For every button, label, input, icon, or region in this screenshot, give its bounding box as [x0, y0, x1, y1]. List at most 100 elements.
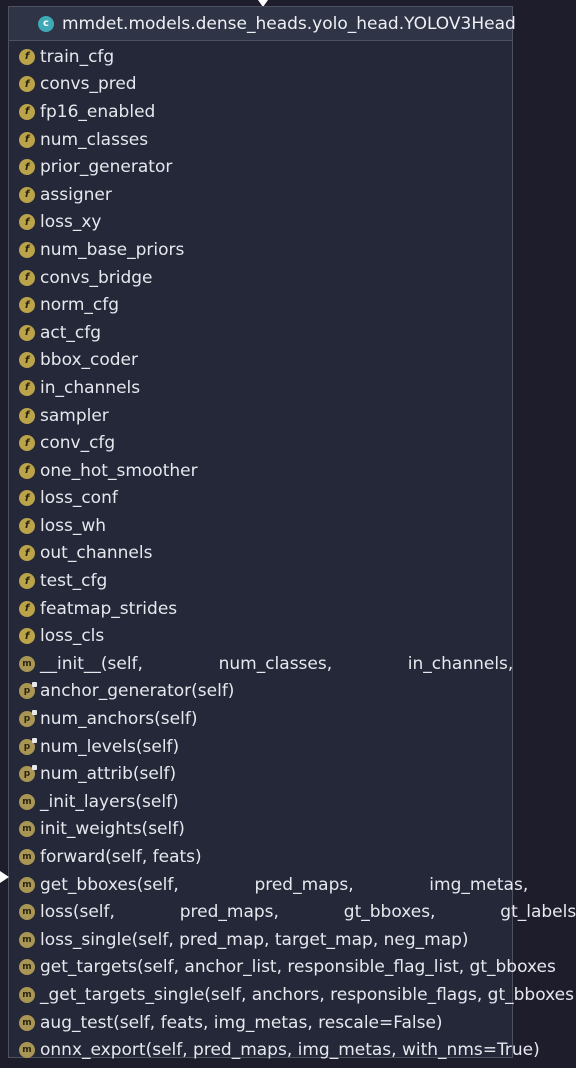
method-icon: m — [19, 904, 35, 921]
field-icon: f — [19, 490, 35, 507]
field-item[interactable]: f out_channels — [9, 540, 512, 568]
member-label: conv_cfg — [40, 433, 116, 454]
method-icon: m — [19, 1014, 35, 1031]
field-icon: f — [19, 241, 35, 258]
method-item[interactable]: m __init__(self, num_classes, in_channels… — [9, 650, 514, 678]
field-icon: f — [19, 545, 35, 562]
field-icon: f — [19, 435, 35, 452]
member-label: act_cfg — [40, 322, 102, 343]
method-item[interactable]: m forward(self, feats) — [9, 843, 512, 871]
member-label: get_targets(self, anchor_list, responsib… — [40, 957, 556, 978]
field-icon: f — [19, 324, 35, 341]
method-icon: m — [19, 876, 35, 893]
field-item[interactable]: f one_hot_smoother — [9, 457, 512, 485]
member-label: fp16_enabled — [40, 101, 156, 122]
member-label: init_weights(self) — [40, 819, 185, 840]
member-label: loss_cls — [40, 626, 105, 647]
property-icon: p — [19, 737, 37, 755]
class-title: mmdet.models.dense_heads.yolo_head.YOLOV… — [62, 13, 516, 34]
field-item[interactable]: f train_cfg — [9, 43, 512, 71]
field-item[interactable]: f sampler — [9, 402, 512, 430]
method-item[interactable]: m get_targets(self, anchor_list, responsi… — [9, 954, 556, 982]
class-structure-panel: c mmdet.models.dense_heads.yolo_head.YOL… — [8, 6, 576, 1060]
field-item[interactable]: f loss_xy — [9, 209, 512, 237]
field-icon: f — [19, 462, 35, 479]
field-icon: f — [19, 517, 35, 534]
member-label: forward(self, feats) — [40, 847, 202, 868]
member-label: norm_cfg — [40, 295, 120, 316]
field-item[interactable]: f bbox_coder — [9, 347, 512, 375]
method-item[interactable]: m_get_targets_single(self, anchors, resp… — [9, 981, 574, 1009]
field-item[interactable]: f act_cfg — [9, 319, 512, 347]
property-icon: p — [19, 710, 37, 728]
method-icon: m — [19, 821, 35, 838]
field-icon: f — [19, 297, 35, 314]
member-label: aug_test(self, feats, img_metas, rescale… — [40, 1012, 443, 1033]
member-label: out_channels — [40, 543, 153, 564]
method-icon: m — [19, 793, 35, 810]
member-label: featmap_strides — [40, 598, 178, 619]
field-icon: f — [19, 352, 35, 369]
field-icon: f — [19, 48, 35, 65]
member-label: loss_single(self, pred_map, target_map, … — [40, 929, 469, 950]
field-item[interactable]: f conv_cfg — [9, 429, 512, 457]
field-item[interactable]: f prior_generator — [9, 153, 512, 181]
property-icon: p — [19, 682, 37, 700]
top-arrow-marker — [258, 0, 268, 7]
field-icon: f — [19, 269, 35, 286]
member-label: anchor_generator(self) — [40, 681, 235, 702]
field-icon: f — [19, 103, 35, 120]
member-label: num_attrib(self) — [40, 764, 177, 785]
class-header[interactable]: c mmdet.models.dense_heads.yolo_head.YOL… — [9, 7, 516, 41]
field-item[interactable]: f norm_cfg — [9, 291, 512, 319]
field-item[interactable]: f fp16_enabled — [9, 98, 512, 126]
member-label: num_levels(self) — [40, 736, 180, 757]
member-label: sampler — [40, 405, 109, 426]
class-icon: c — [38, 15, 54, 32]
member-label: _get_targets_single(self, anchors, respo… — [40, 984, 574, 1005]
field-icon: f — [19, 407, 35, 424]
member-label: train_cfg — [40, 46, 115, 67]
method-icon: m — [19, 655, 35, 672]
member-label: _init_layers(self) — [40, 791, 179, 812]
member-label: __init__(self, num_classes, in_channels, — [40, 653, 514, 674]
member-label: test_cfg — [40, 571, 108, 592]
field-icon: f — [19, 186, 35, 203]
method-icon: m — [19, 849, 35, 866]
property-icon: p — [19, 765, 37, 783]
method-icon: m — [19, 1042, 35, 1059]
field-icon: f — [19, 159, 35, 176]
method-item[interactable]: m _init_layers(self) — [9, 788, 512, 816]
member-label: loss_xy — [40, 212, 102, 233]
member-label: prior_generator — [40, 157, 173, 178]
field-item[interactable]: f loss_conf — [9, 485, 512, 513]
member-label: num_base_priors — [40, 239, 185, 260]
field-icon: f — [19, 76, 35, 93]
method-icon: m — [19, 959, 35, 976]
member-label: one_hot_smoother — [40, 460, 198, 481]
field-item[interactable]: f num_base_priors — [9, 236, 512, 264]
member-label: loss_conf — [40, 488, 118, 509]
method-item[interactable]: m init_weights(self) — [9, 816, 512, 844]
method-item[interactable]: m aug_test(self, feats, img_metas, rescal… — [9, 1009, 512, 1037]
member-label: bbox_coder — [40, 350, 139, 371]
field-icon: f — [19, 214, 35, 231]
